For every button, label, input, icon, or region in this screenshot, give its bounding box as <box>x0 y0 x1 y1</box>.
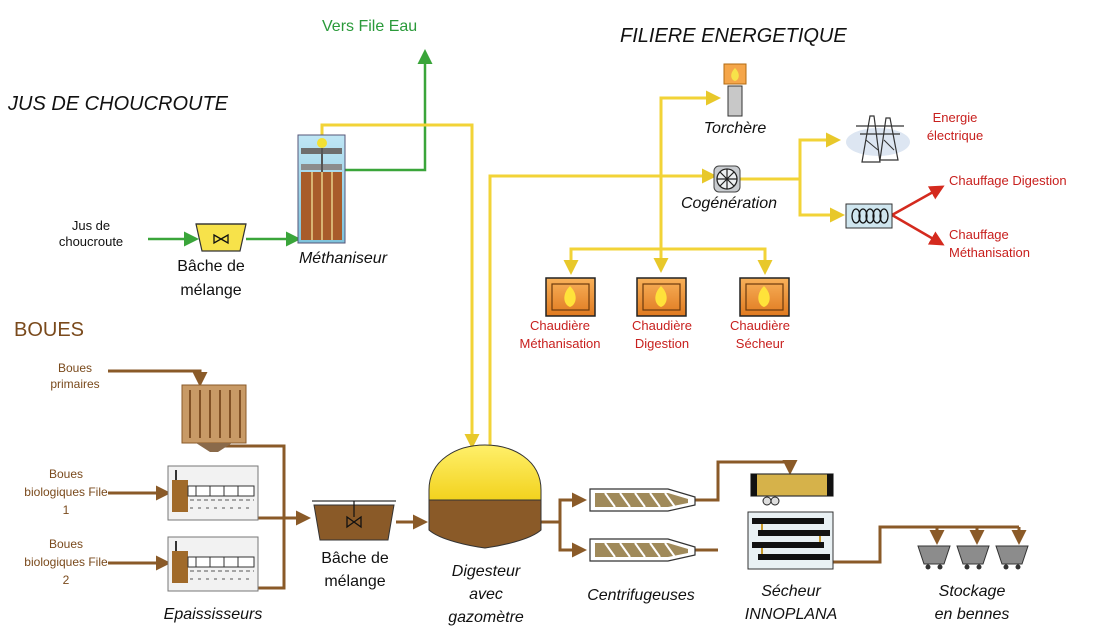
label-energie-line2: électrique <box>926 128 984 143</box>
title-filiere-energetique: FILIERE ENERGETIQUE <box>620 25 847 47</box>
label-secheur-line1: Sécheur <box>761 583 821 600</box>
label-bache2-line1: Bâche de <box>321 550 389 567</box>
label-bache1-line1: Bâche de <box>177 258 245 275</box>
label-boues-bio2-line3: 2 <box>62 573 70 587</box>
label-chaudiere2-line1: Chaudière <box>632 318 692 333</box>
label-chaudiere3-line2: Sécheur <box>735 336 785 351</box>
chaudiere-secheur <box>739 277 790 317</box>
heat-lines <box>891 185 945 246</box>
label-boues-bio2-line2: biologiques File <box>24 555 108 569</box>
label-torchere: Torchère <box>703 120 767 137</box>
label-bache2-line2: mélange <box>324 573 386 590</box>
label-cogeneration: Cogénération <box>680 195 778 212</box>
label-boues-bio1-line3: 1 <box>62 503 70 517</box>
title-boues: BOUES <box>14 319 85 341</box>
label-chaudiere1-line2: Méthanisation <box>519 336 601 351</box>
label-vers-file-eau: Vers File Eau <box>322 18 418 35</box>
label-digesteur-line1: Digesteur <box>451 563 521 580</box>
label-boues-bio2-line1: Boues <box>48 537 84 551</box>
label-digesteur-line3: gazomètre <box>448 609 524 626</box>
label-boues-bio1-line1: Boues <box>48 467 84 481</box>
flare-icon <box>723 63 747 117</box>
generator-icon <box>713 165 741 193</box>
epaississeur-bio-1 <box>167 465 259 521</box>
water-lines <box>148 49 433 247</box>
dryer-icon <box>747 473 834 570</box>
digesteur <box>428 444 542 549</box>
label-boues-primaires-line1: Boues <box>57 361 93 375</box>
label-chauffage-digestion: Chauffage Digestion <box>949 173 1067 188</box>
label-choucroute: choucroute <box>58 234 124 249</box>
heat-exchanger-icon <box>845 203 893 229</box>
epaississeur-bio-2 <box>167 536 259 592</box>
label-digesteur-line2: avec <box>469 586 503 603</box>
power-pylon-icon <box>846 115 910 163</box>
sludge-lines <box>108 369 1027 590</box>
label-bache1-line2: mélange <box>180 282 242 299</box>
chaudiere-digestion <box>636 277 687 317</box>
title-jus-de-choucroute: JUS DE CHOUCROUTE <box>8 93 229 115</box>
centrifuge-icon <box>589 538 696 562</box>
label-jus-de: Jus de <box>71 218 111 233</box>
skip-bin-icon <box>956 545 990 570</box>
bache-melange-2 <box>312 500 396 541</box>
label-chaudiere1-line1: Chaudière <box>530 318 590 333</box>
label-centrifugeuses: Centrifugeuses <box>587 587 695 604</box>
label-stockage-line2: en bennes <box>934 606 1010 623</box>
label-secheur-line2: INNOPLANA <box>744 606 838 623</box>
label-chaudiere3-line1: Chaudière <box>730 318 790 333</box>
label-boues-primaires-line2: primaires <box>50 377 100 391</box>
reactor-icon <box>297 134 346 244</box>
label-stockage-line1: Stockage <box>938 583 1006 600</box>
skip-bin-icon <box>995 545 1029 570</box>
label-chauffage-meth-line2: Méthanisation <box>949 245 1030 260</box>
chaudiere-methanisation <box>545 277 596 317</box>
centrifuge-icon <box>589 488 696 512</box>
gas-lines <box>320 90 845 449</box>
label-boues-bio1-line2: biologiques File <box>24 485 108 499</box>
skip-bin-icon <box>917 545 951 570</box>
label-energie-line1: Energie <box>932 110 978 125</box>
label-chauffage-meth-line1: Chauffage <box>949 227 1009 242</box>
bache-melange-1 <box>195 223 247 252</box>
label-methaniseur: Méthaniseur <box>298 250 388 267</box>
label-chaudiere2-line2: Digestion <box>634 336 690 351</box>
label-epaississeurs: Epaississeurs <box>163 606 263 623</box>
thickener-icon <box>181 384 247 452</box>
